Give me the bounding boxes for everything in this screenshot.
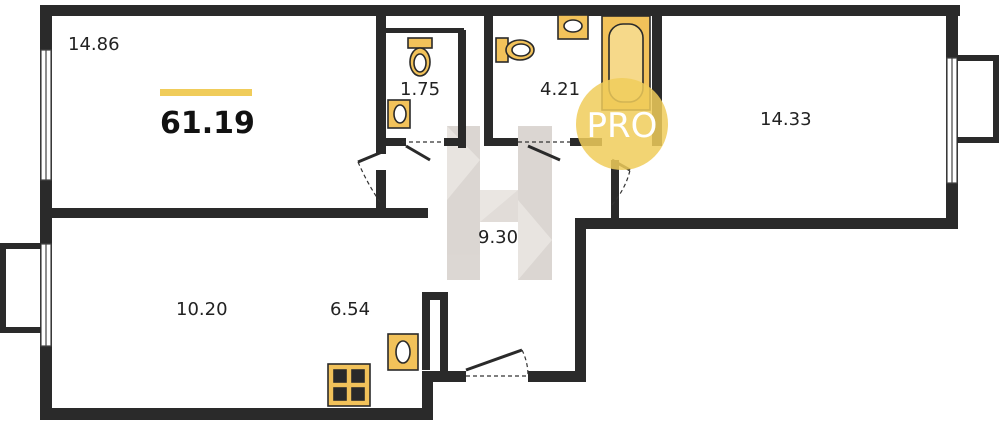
total-area: 61.19 [160,106,255,141]
room-area-living-room: 10.20 [176,299,228,320]
room-area-bedroom-right: 14.33 [760,109,812,130]
total-area-underline [160,89,252,96]
kitchen-sink-icon [387,333,419,371]
sink-icon [557,14,589,40]
room-area-bathroom: 4.21 [540,79,580,100]
stove-icon [327,363,371,407]
room-area-hall: 9.30 [478,227,518,248]
fixtures [327,14,651,407]
sink-icon [387,99,411,129]
pro-badge-text: PRO [587,106,658,146]
toilet-icon [407,37,433,77]
toilet-icon [495,37,535,63]
room-area-kitchen: 6.54 [330,299,370,320]
windows [40,49,958,347]
balconies [0,55,999,333]
room-area-wc: 1.75 [400,79,440,100]
pro-badge: PRO [576,78,668,170]
room-area-bedroom-top-left: 14.86 [68,34,120,55]
